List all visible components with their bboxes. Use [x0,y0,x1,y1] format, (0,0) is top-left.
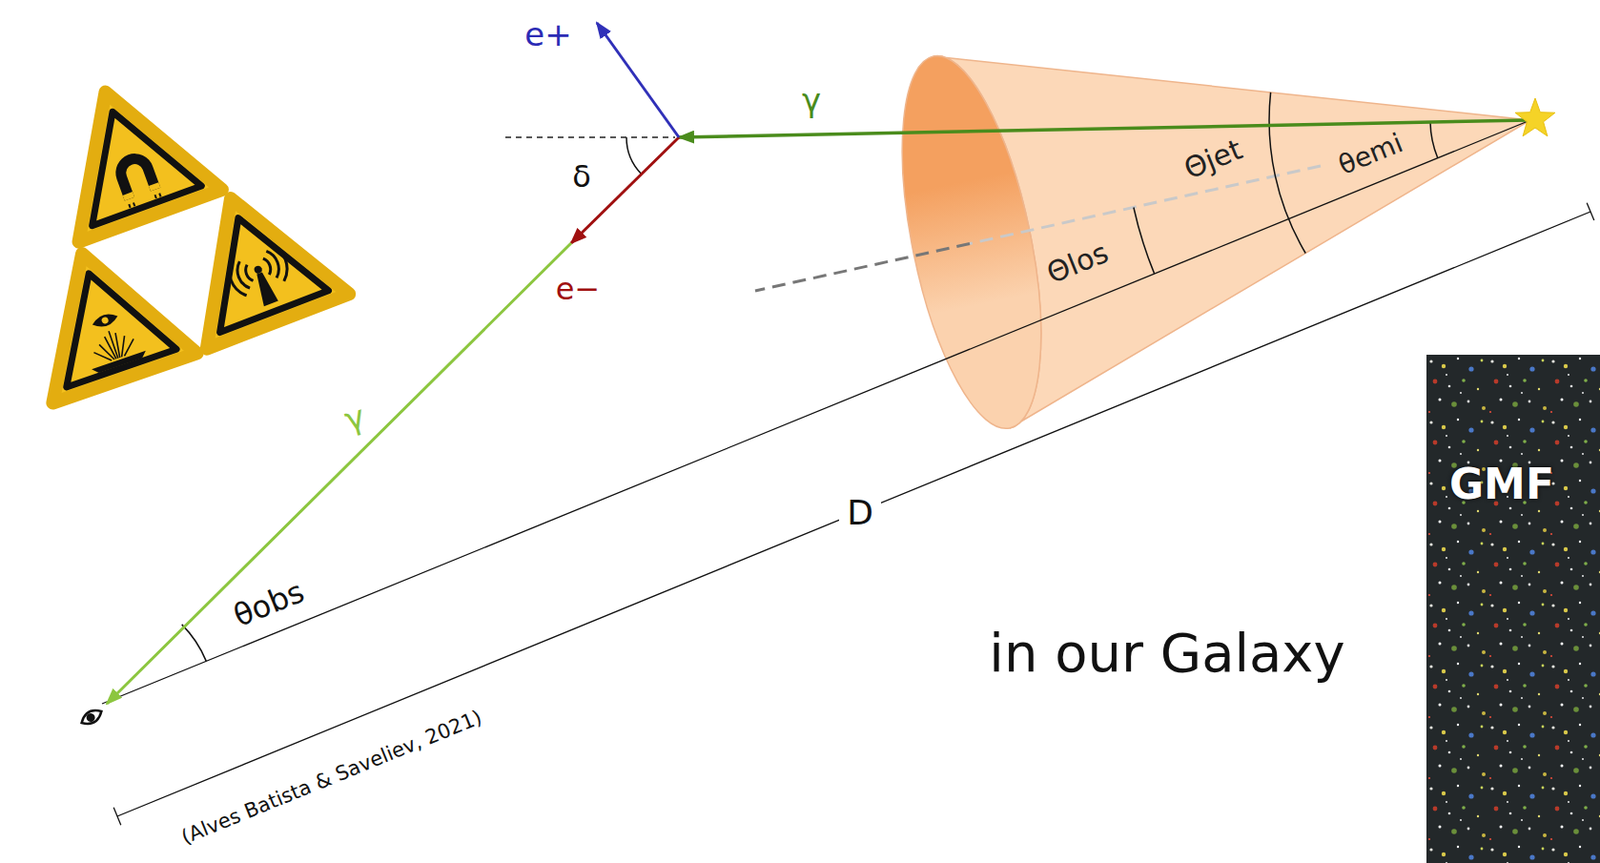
jet-arc [1269,92,1306,254]
positron-label: e+ [524,17,572,53]
jet-axis [969,165,1321,245]
emission-arc [1430,122,1438,159]
image-panel: GMF [1426,354,1600,863]
deflection-arc [626,137,642,175]
line-of-sight [102,120,1531,704]
observer-eye [79,706,105,728]
electron-label: e− [555,272,601,307]
deflection-angle-label: δ [572,160,592,194]
jet-axis [755,244,970,292]
electron-track [571,137,679,244]
laser-warning-sign [9,228,197,404]
radiation-warning-sign [159,170,349,349]
positron-track [596,22,679,138]
distance-label: D [839,493,882,533]
distance-ticks [113,203,1595,826]
photon-label: γ [801,82,821,119]
photon-label: γ [340,398,369,438]
primary-photon [678,120,1529,138]
panel-texture [1426,354,1600,863]
reference-line [505,136,676,138]
distance-line [117,211,1591,817]
secondary-photon [106,243,572,704]
observation-angle-label: θobs [228,574,309,634]
observation-arc [182,624,207,662]
panel-title: GMF [1426,354,1600,508]
source-star [1515,98,1556,137]
galaxy-note: in our Galaxy [988,623,1345,683]
magnet-warning-sign [33,65,223,242]
los-arc [1133,207,1155,274]
